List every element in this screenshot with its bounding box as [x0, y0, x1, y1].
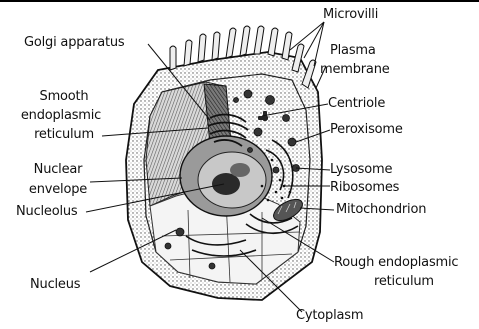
- label-smooth-er-line-3: reticulum: [14, 128, 114, 142]
- label-nucleus: Nucleus: [30, 278, 80, 292]
- nucleus-shape: [180, 136, 272, 216]
- label-ribosomes: Ribosomes: [330, 181, 399, 195]
- label-smooth-er-line-2: endoplasmic: [6, 109, 116, 123]
- label-plasma-line-2: membrane: [320, 63, 390, 77]
- label-nucleolus: Nucleolus: [16, 205, 78, 219]
- label-lysosome: Lysosome: [330, 163, 392, 177]
- label-centriole: Centriole: [328, 97, 385, 111]
- label-rough-er-line-1: Rough endoplasmic: [334, 256, 458, 270]
- label-golgi-apparatus: Golgi apparatus: [24, 36, 125, 50]
- label-microvilli: Microvilli: [323, 8, 378, 22]
- label-nuclear-envelope-line-1: Nuclear: [18, 163, 98, 177]
- label-smooth-er-line-1: Smooth: [14, 90, 114, 104]
- label-cytoplasm: Cytoplasm: [296, 309, 363, 323]
- label-rough-er-line-2: reticulum: [374, 275, 434, 289]
- label-peroxisome: Peroxisome: [330, 123, 403, 137]
- label-mitochondrion: Mitochondrion: [336, 203, 426, 217]
- label-nuclear-envelope-line-2: envelope: [18, 183, 98, 197]
- label-plasma-line-1: Plasma: [330, 44, 376, 58]
